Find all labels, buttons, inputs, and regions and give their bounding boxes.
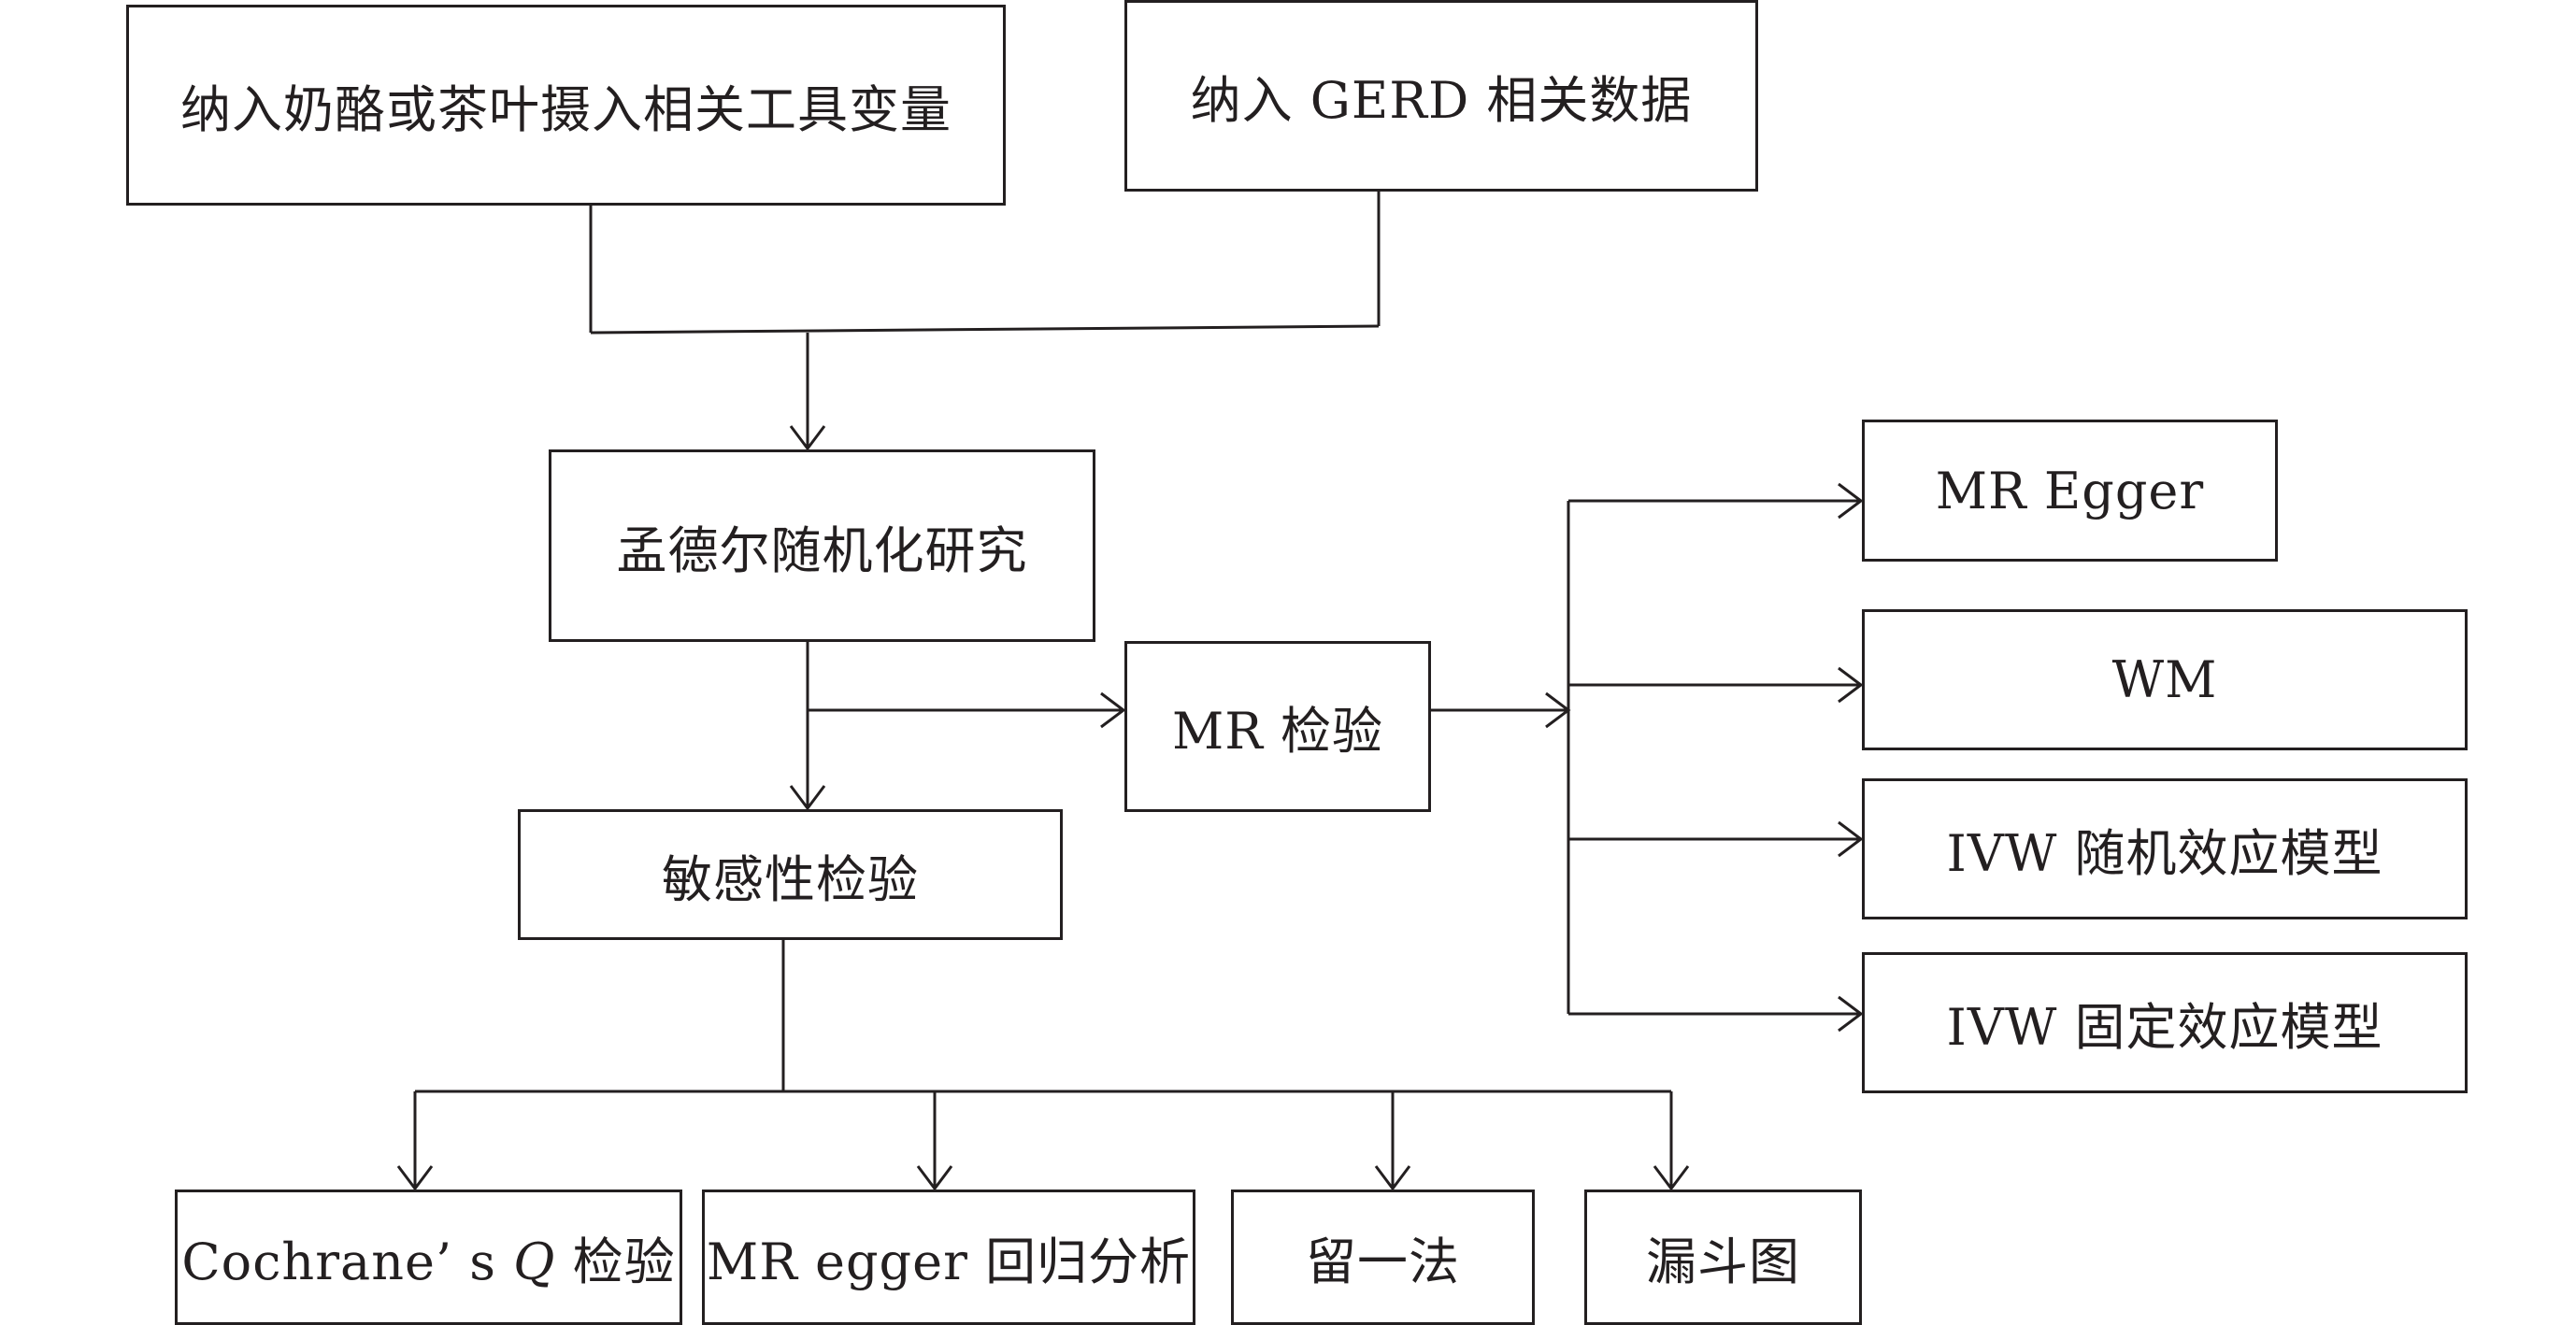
node-wm: WM xyxy=(1862,609,2468,750)
node-mr-study: 孟德尔随机化研究 xyxy=(549,449,1095,642)
arrowhead-to-study xyxy=(789,425,826,451)
node-funnel-plot-label: 漏斗图 xyxy=(1646,1232,1800,1291)
arrowhead-to-mrtest xyxy=(1100,691,1126,729)
node-leave-one-out-label: 留一法 xyxy=(1306,1232,1460,1291)
arrowhead-to-funnel xyxy=(1653,1165,1690,1191)
cochrane-q-prefix: Cochrane’ s xyxy=(181,1232,514,1291)
cochrane-q-suffix: 检验 xyxy=(555,1232,676,1291)
node-mr-study-label: 孟德尔随机化研究 xyxy=(616,520,1028,580)
node-cochrane-q-label: Cochrane’ s Q 检验 xyxy=(181,1220,675,1294)
node-gerd-data-label: 纳入 GERD 相关数据 xyxy=(1190,71,1693,130)
arrowhead-to-mr-egger xyxy=(1838,482,1864,520)
node-ivw-random-label: IVW 随机效应模型 xyxy=(1946,824,2383,883)
node-mr-test-label: MR 检验 xyxy=(1171,702,1384,761)
node-sensitivity: 敏感性检验 xyxy=(518,809,1063,940)
node-cochrane-q: Cochrane’ s Q 检验 xyxy=(175,1190,682,1325)
node-funnel-plot: 漏斗图 xyxy=(1584,1190,1862,1325)
arrowhead-to-ivw-fixed xyxy=(1838,995,1864,1033)
arrowhead-to-sensitivity xyxy=(789,785,826,811)
node-ivw-random: IVW 随机效应模型 xyxy=(1862,778,2468,919)
arrowhead-to-ivw-random xyxy=(1838,820,1864,858)
node-mr-egger-label: MR Egger xyxy=(1935,461,2205,520)
node-ivw-fixed: IVW 固定效应模型 xyxy=(1862,952,2468,1093)
cochrane-q-italic: Q xyxy=(513,1232,556,1291)
connector-top-merge xyxy=(590,324,1380,335)
node-mr-egger: MR Egger xyxy=(1862,420,2278,562)
node-gerd-data: 纳入 GERD 相关数据 xyxy=(1124,0,1758,192)
node-wm-label: WM xyxy=(2111,650,2218,709)
node-dairy-tea-iv: 纳入奶酪或茶叶摄入相关工具变量 xyxy=(126,5,1006,206)
node-sensitivity-label: 敏感性检验 xyxy=(662,849,919,909)
arrowhead-to-leave-one-out xyxy=(1374,1165,1411,1191)
node-ivw-fixed-label: IVW 固定效应模型 xyxy=(1946,998,2383,1057)
node-mr-egger-regression: MR egger 回归分析 xyxy=(702,1190,1195,1325)
node-mr-egger-regression-label: MR egger 回归分析 xyxy=(706,1232,1192,1291)
arrowhead-to-cochrane xyxy=(396,1165,434,1191)
arrowhead-to-wm xyxy=(1838,666,1864,704)
node-leave-one-out: 留一法 xyxy=(1231,1190,1535,1325)
node-mr-test: MR 检验 xyxy=(1124,641,1431,812)
arrowhead-to-egger-regression xyxy=(916,1165,953,1191)
node-dairy-tea-iv-label: 纳入奶酪或茶叶摄入相关工具变量 xyxy=(180,80,952,139)
